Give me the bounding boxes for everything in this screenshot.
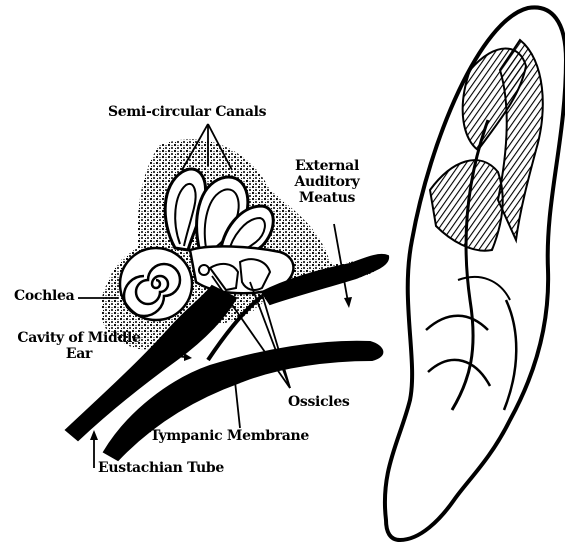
cochlea-shape — [120, 248, 192, 320]
label-cavity-middle-ear: Cavity of Middle Ear — [4, 330, 154, 362]
label-external-auditory-meatus: External Auditory Meatus — [282, 158, 372, 206]
label-external-line2: Auditory — [282, 174, 372, 190]
label-semicircular-canals: Semi-circular Canals — [108, 104, 266, 120]
label-tympanic-membrane: Tympanic Membrane — [150, 428, 309, 444]
label-external-line1: External — [282, 158, 372, 174]
label-cochlea: Cochlea — [14, 288, 74, 304]
auricle — [385, 7, 565, 540]
label-cavity-line2: Ear — [4, 346, 154, 362]
label-cavity-line1: Cavity of Middle — [4, 330, 154, 346]
label-eustachian-tube: Eustachian Tube — [98, 460, 224, 476]
label-external-line3: Meatus — [282, 190, 372, 206]
label-ossicles: Ossicles — [288, 394, 350, 410]
